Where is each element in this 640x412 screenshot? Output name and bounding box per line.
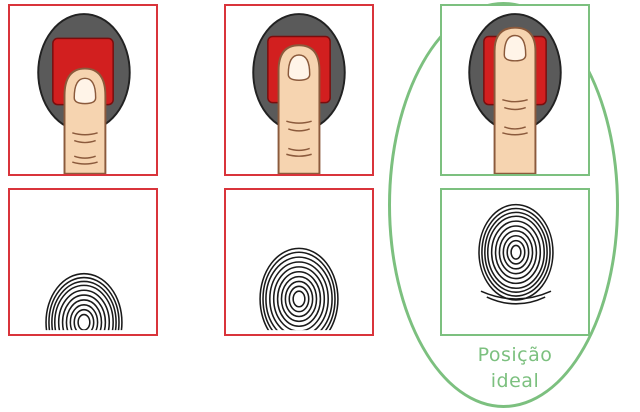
print-panel-2 [224,188,374,336]
sensor-panel-3 [440,4,590,176]
sensor-panel-2 [224,4,374,176]
caption-line-2: ideal [440,368,590,394]
partial-fingerprint-icon [10,190,156,334]
finger-on-sensor-icon [442,6,588,174]
finger-on-sensor-icon [10,6,156,174]
print-panel-1 [8,188,158,336]
finger-on-sensor-icon [226,6,372,174]
full-fingerprint-icon [442,190,588,334]
sensor-panel-1 [8,4,158,176]
ideal-position-caption: Posição ideal [440,342,590,394]
print-panel-3 [440,188,590,336]
caption-line-1: Posição [440,342,590,368]
partial-fingerprint-icon [226,190,372,334]
